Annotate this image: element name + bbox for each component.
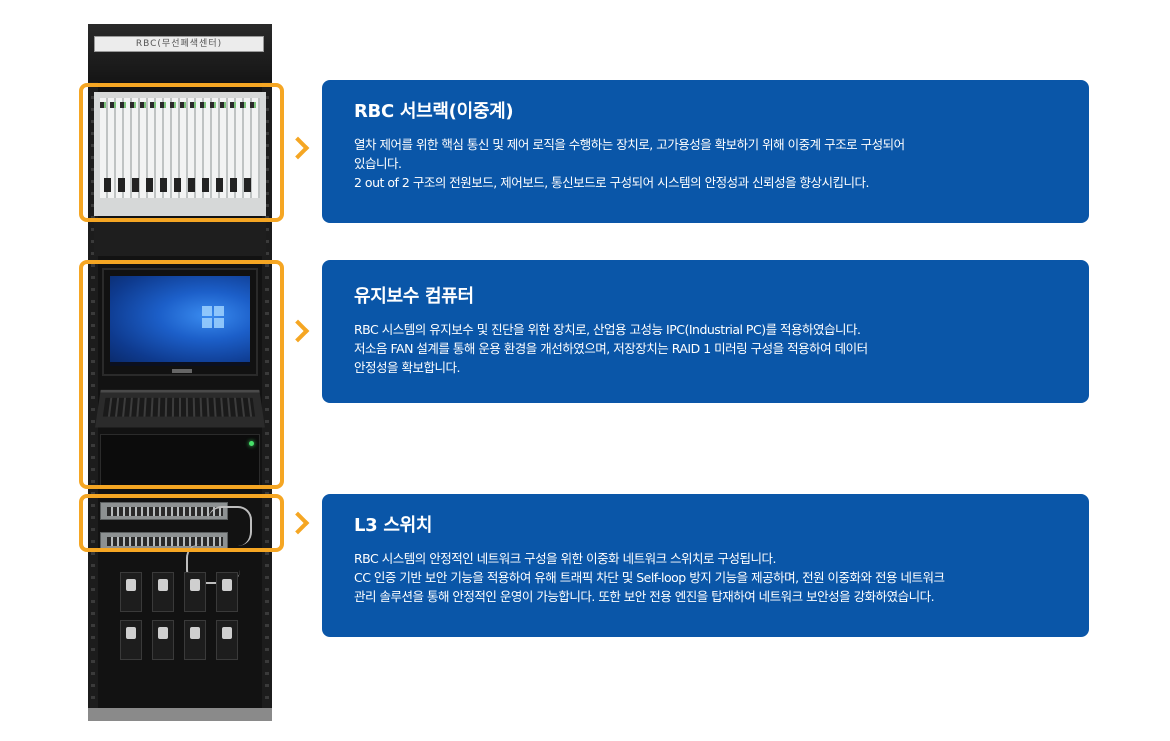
card-maintenance-computer: 유지보수 컴퓨터 RBC 시스템의 유지보수 및 진단을 위한 장치로, 산업용… [322,260,1089,403]
windows-logo-icon [202,306,224,328]
card-rbc-subrack: RBC 서브랙(이중계) 열차 제어를 위한 핵심 통신 및 제어 로직을 수행… [322,80,1089,223]
chevron-right-icon [286,136,310,160]
rack-shelf [94,220,266,256]
rack-top: RBC(무선폐색센터) [88,24,272,82]
switch-ports [107,537,223,546]
card-line: 저소음 FAN 설계를 통해 운용 환경을 개선하였으며, 저장장치는 RAID… [354,341,868,356]
chevron-right-icon [286,319,310,343]
card-l3-switch: L3 스위치 RBC 시스템의 안정적인 네트워크 구성을 위한 이중화 네트워… [322,494,1089,637]
rbc-subrack-image [94,92,266,216]
power-module [184,572,206,612]
card-description: RBC 시스템의 유지보수 및 진단을 위한 장치로, 산업용 고성능 IPC(… [354,320,1089,377]
power-module [152,572,174,612]
power-module [184,620,206,660]
card-title: L3 스위치 [354,515,433,536]
power-led [249,441,254,446]
power-module [120,620,142,660]
l3-switch-image-1 [100,502,228,520]
industrial-pc-image [100,434,260,488]
rack-rail-right [262,24,272,721]
card-description: 열차 제어를 위한 핵심 통신 및 제어 로직을 수행하는 장치로, 고가용성을… [354,135,1089,192]
highlight-frame-l3-switch [79,494,284,552]
card-line: CC 인증 기반 보안 기능을 적용하여 유해 트래픽 차단 및 Self-lo… [354,570,945,585]
card-line: RBC 시스템의 유지보수 및 진단을 위한 장치로, 산업용 고성능 IPC(… [354,322,861,337]
power-module [216,620,238,660]
switch-ports [107,507,223,516]
card-title: RBC 서브랙(이중계) [354,101,514,122]
card-description: RBC 시스템의 안정적인 네트워크 구성을 위한 이중화 네트워크 스위치로 … [354,549,1089,606]
power-module [152,620,174,660]
maintenance-monitor-image [102,268,258,376]
rack-floor [88,708,272,721]
card-line: 안정성을 확보합니다. [354,360,460,375]
card-line: 열차 제어를 위한 핵심 통신 및 제어 로직을 수행하는 장치로, 고가용성을… [354,137,905,152]
chevron-right-icon [286,511,310,535]
subrack-connectors [104,178,256,192]
monitor-brand-mark [172,369,192,373]
card-line: 관리 솔루션을 통해 안정적인 운영이 가능합니다. 또한 보안 전용 엔진을 … [354,589,935,604]
card-title: 유지보수 컴퓨터 [354,286,474,307]
rack-label: RBC(무선폐색센터) [94,36,264,52]
power-module [120,572,142,612]
subrack-leds [100,102,260,108]
network-cable [186,544,240,584]
highlight-frame-rbc-subrack [79,83,284,222]
highlight-frame-maintenance-computer [79,260,284,489]
monitor-taskbar [110,362,250,366]
rack-photo: RBC(무선폐색센터) [88,24,272,721]
rack-rail-left [88,24,98,721]
monitor-screen [110,276,250,364]
card-line: 2 out of 2 구조의 전원보드, 제어보드, 통신보드로 구성되어 시스… [354,175,870,190]
network-cable [208,506,252,546]
card-line: RBC 시스템의 안정적인 네트워크 구성을 위한 이중화 네트워크 스위치로 … [354,551,777,566]
power-module [216,572,238,612]
card-line: 있습니다. [354,156,402,171]
